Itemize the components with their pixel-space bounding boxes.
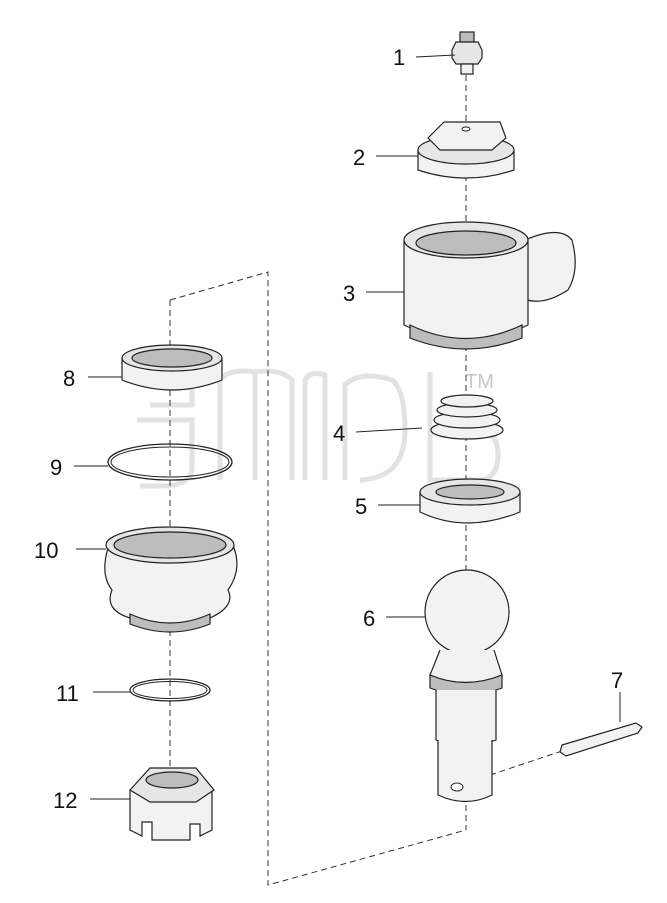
part-12-castle-nut [129,767,215,841]
part-7-cotter-pin [559,722,643,757]
callout-5: 5 [355,494,367,519]
callout-3: 3 [343,281,355,306]
part-5-seat-ring [419,478,521,524]
callout-12: 12 [53,788,77,813]
callout-10: 10 [34,538,58,563]
part-1-grease-nipple [451,31,483,75]
part-10-boot [104,526,238,633]
callout-8: 8 [63,366,75,391]
trademark-symbol: TM [465,371,494,393]
assembly-path [169,271,566,886]
callout-9: 9 [50,455,62,480]
part-6-ball-pin [424,569,510,803]
part-2-cap [417,121,515,179]
part-11-small-o-ring [129,678,211,702]
callout-7: 7 [611,668,623,693]
callout-1: 1 [393,45,405,70]
callout-11: 11 [56,681,79,706]
callout-6: 6 [363,606,375,631]
part-4-spring [430,394,504,440]
part-3-housing [403,221,576,350]
leader-lines [74,54,621,800]
part-8-ring [121,344,223,391]
callout-2: 2 [353,145,365,170]
callout-4: 4 [333,421,345,446]
part-9-o-ring [107,443,233,481]
